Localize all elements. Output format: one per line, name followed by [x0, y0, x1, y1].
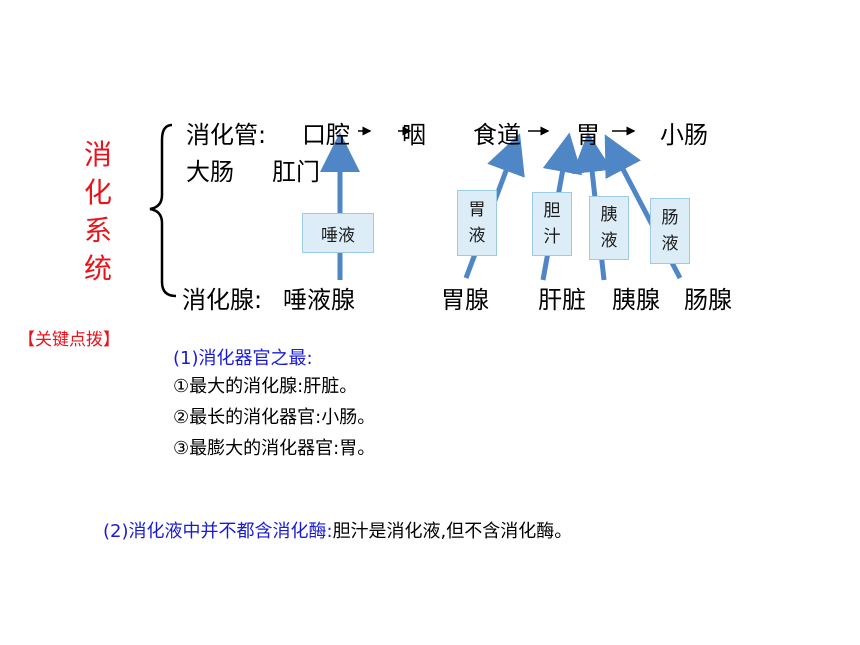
note-1-heading: (1)消化器官之最: [173, 348, 313, 369]
gland-pancreas: 胰腺 [612, 286, 660, 314]
gland-salivary: 唾液腺 [283, 286, 355, 314]
glands-label: 消化腺: [182, 286, 263, 314]
note-2: (2)消化液中并不都含消化酶:胆汁是消化液,但不含消化酶。 [103, 517, 572, 543]
organ-mouth: 口腔 [302, 121, 350, 149]
juice-bile-text: 胆汁 [543, 201, 561, 247]
juice-pancreatic: 胰液 [589, 196, 629, 260]
brace [149, 123, 177, 298]
juice-intestinal-text: 肠液 [661, 208, 679, 254]
tract-label: 消化管: [186, 121, 267, 149]
title-char: 化 [83, 176, 112, 209]
gland-liver: 肝脏 [538, 286, 586, 314]
title-char: 系 [83, 214, 112, 247]
system-title: 消 化 系 统 [80, 136, 116, 288]
organ-pharynx: 咽 [402, 121, 426, 149]
note-2-heading: (2)消化液中并不都含消化酶: [103, 521, 333, 542]
note-1c: ③最膨大的消化器官:胃。 [173, 438, 376, 459]
juice-gastric-text: 胃液 [468, 200, 486, 246]
gland-intestinal: 肠腺 [684, 286, 732, 314]
key-points-label: 【关键点拨】 [18, 330, 120, 350]
gland-gastric: 胃腺 [441, 286, 489, 314]
title-char: 消 [83, 138, 112, 171]
note-1a: ①最大的消化腺:肝脏。 [173, 376, 358, 397]
juice-gastric: 胃液 [457, 190, 497, 256]
juice-saliva: 唾液 [302, 213, 374, 253]
title-char: 统 [83, 252, 112, 285]
organ-anus: 肛门 [272, 158, 320, 186]
juice-pancreatic-text: 胰液 [600, 205, 618, 251]
organ-stomach: 胃 [576, 121, 600, 149]
organ-esophagus: 食道 [473, 121, 521, 149]
note-2-body: 胆汁是消化液,但不含消化酶。 [332, 521, 573, 542]
note-1b: ②最长的消化器官:小肠。 [173, 407, 376, 428]
juice-bile: 胆汁 [532, 192, 572, 256]
organ-small-intestine: 小肠 [660, 121, 708, 149]
organ-large-intestine: 大肠 [186, 158, 234, 186]
juice-intestinal: 肠液 [650, 198, 690, 264]
